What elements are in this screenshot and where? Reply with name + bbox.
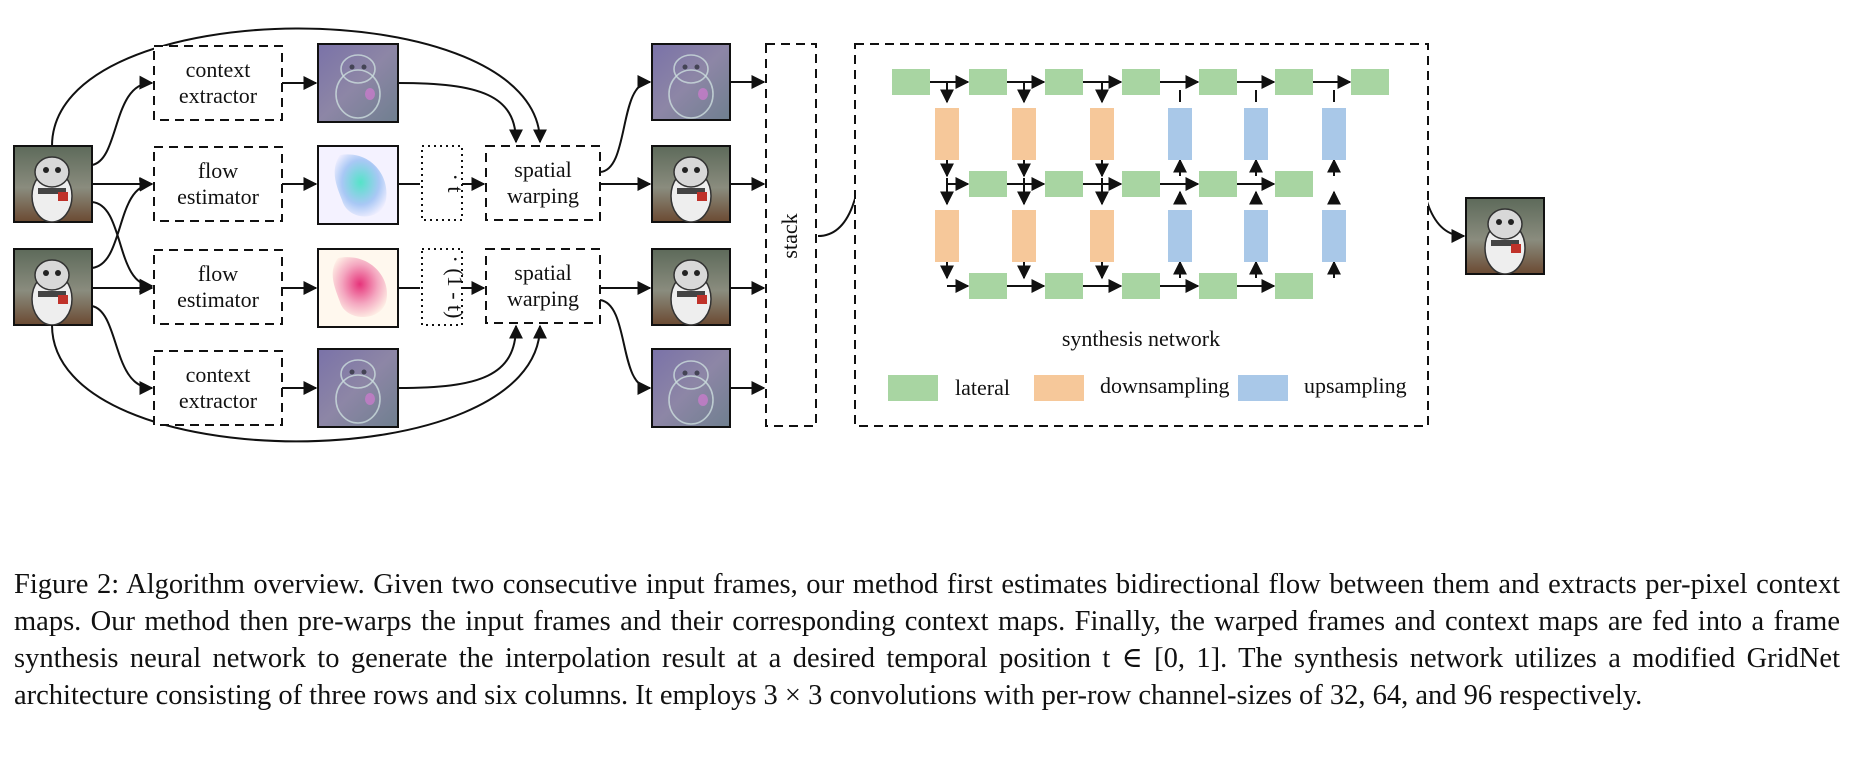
lateral-block	[1045, 69, 1083, 95]
lateral-block	[1045, 273, 1083, 299]
svg-text:extractor: extractor	[179, 83, 258, 108]
lateral-block	[1045, 171, 1083, 197]
input-frame-2	[13, 248, 93, 326]
lateral-block	[1199, 171, 1237, 197]
input-frame-1	[13, 145, 93, 223]
lateral-block	[892, 69, 930, 95]
downsampling-block	[1090, 108, 1114, 160]
context-map-top	[317, 43, 399, 123]
svg-text:spatial: spatial	[514, 260, 571, 285]
upsampling-block	[1168, 210, 1192, 262]
gridnet-connections	[930, 75, 1352, 293]
flow-field-backward	[317, 248, 399, 328]
lateral-block	[1275, 273, 1313, 299]
lateral-block	[1199, 273, 1237, 299]
downsampling-block	[1090, 210, 1114, 262]
flow-field-forward	[317, 145, 399, 225]
synthesis-network: synthesis network lateral downsampling u…	[854, 43, 1429, 427]
spatial-warping-top: spatial warping	[485, 145, 601, 221]
svg-text:context: context	[186, 362, 251, 387]
upsampling-block	[1244, 210, 1268, 262]
svg-text:· t: · t	[443, 174, 468, 193]
lateral-block	[1122, 273, 1160, 299]
legend-swatch-upsampling	[1238, 375, 1288, 401]
svg-text:estimator: estimator	[177, 287, 260, 312]
scale-t-box: · t	[421, 145, 468, 221]
upsampling-block	[1322, 210, 1346, 262]
downsampling-block	[935, 210, 959, 262]
svg-text:extractor: extractor	[179, 388, 258, 413]
scale-one-minus-t-box: · (1 - t)	[421, 248, 468, 326]
lateral-block	[1351, 69, 1389, 95]
downsampling-block	[935, 108, 959, 160]
spatial-warping-bottom: spatial warping	[485, 248, 601, 324]
lateral-block	[969, 273, 1007, 299]
synthesis-network-label: synthesis network	[1062, 326, 1220, 351]
flow-estimator-top: flow estimator	[153, 146, 283, 222]
downsampling-block	[1012, 108, 1036, 160]
legend-label-lateral: lateral	[955, 375, 1010, 400]
caption-text: Figure 2: Algorithm overview. Given two …	[14, 569, 1840, 711]
gridnet-nodes	[892, 69, 1389, 299]
lateral-block	[1122, 171, 1160, 197]
stack-box: stack	[765, 43, 817, 427]
figure-caption: Figure 2: Algorithm overview. Given two …	[14, 566, 1840, 714]
warped-context-top	[651, 43, 731, 121]
legend-swatch-lateral	[888, 375, 938, 401]
warped-frame-1	[651, 145, 731, 223]
context-extractor-bottom: context extractor	[153, 350, 283, 426]
legend-swatch-downsampling	[1034, 375, 1084, 401]
connection-lines	[51, 27, 1466, 443]
legend-label-downsampling: downsampling	[1100, 373, 1230, 398]
legend: lateral downsampling upsampling	[888, 373, 1407, 401]
lateral-block	[1275, 171, 1313, 197]
upsampling-block	[1322, 108, 1346, 160]
lateral-block	[1199, 69, 1237, 95]
warped-context-bottom	[651, 348, 731, 428]
lateral-block	[1122, 69, 1160, 95]
svg-text:warping: warping	[507, 286, 579, 311]
svg-text:· (1 - t): · (1 - t)	[443, 256, 468, 319]
svg-text:estimator: estimator	[177, 184, 260, 209]
svg-text:spatial: spatial	[514, 157, 571, 182]
context-extractor-top: context extractor	[153, 45, 283, 121]
upsampling-block	[1244, 108, 1268, 160]
svg-text:flow: flow	[198, 158, 238, 183]
svg-text:stack: stack	[777, 213, 802, 258]
svg-text:flow: flow	[198, 261, 238, 286]
svg-text:context: context	[186, 57, 251, 82]
downsampling-block	[1012, 210, 1036, 262]
legend-label-upsampling: upsampling	[1304, 373, 1407, 398]
lateral-block	[969, 171, 1007, 197]
flow-estimator-bottom: flow estimator	[153, 249, 283, 325]
warped-frame-2	[651, 248, 731, 326]
upsampling-block	[1168, 108, 1192, 160]
svg-text:warping: warping	[507, 183, 579, 208]
lateral-block	[969, 69, 1007, 95]
lateral-block	[1275, 69, 1313, 95]
output-frame	[1465, 197, 1545, 275]
context-map-bottom	[317, 348, 399, 428]
algorithm-diagram: context extractor flow estimator flow es…	[13, 27, 1545, 443]
